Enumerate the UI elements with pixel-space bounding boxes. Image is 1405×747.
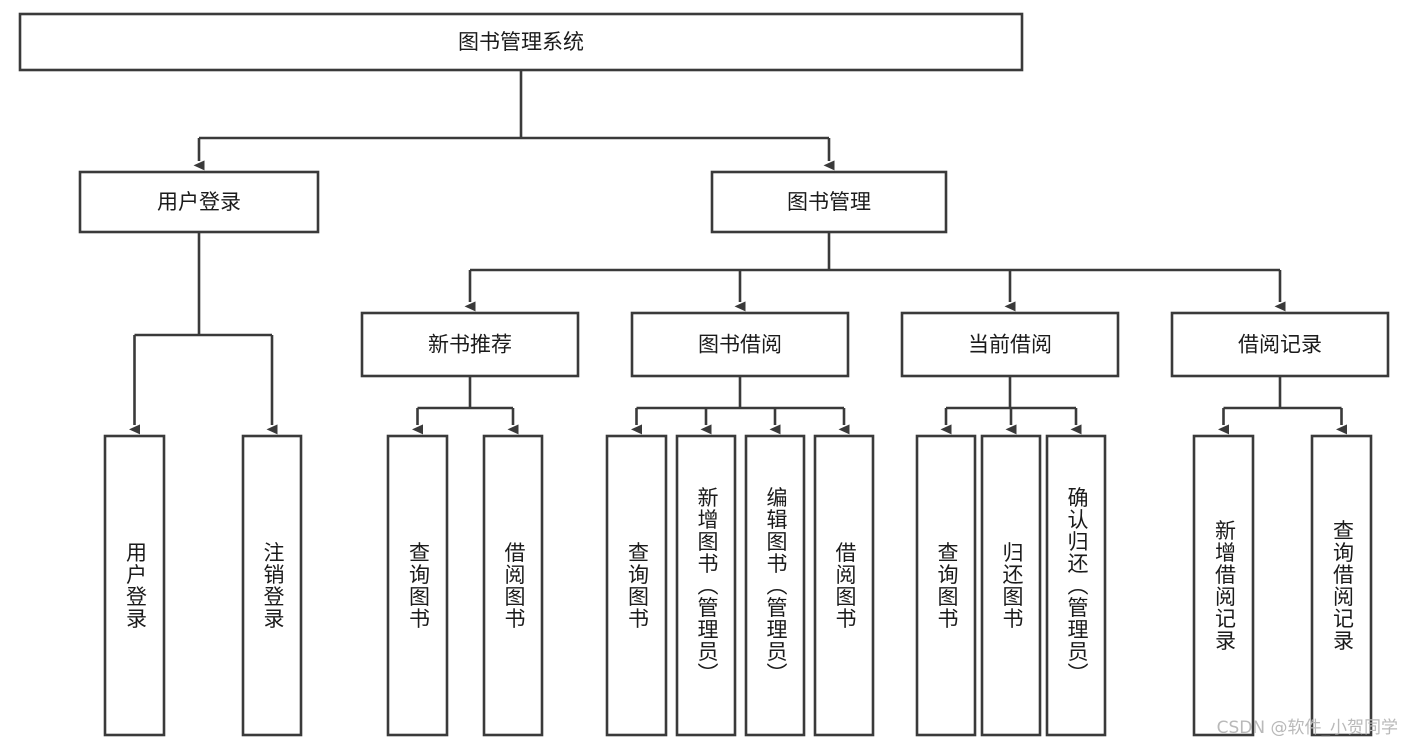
- node-确认归还管理员-box[interactable]: [1045, 434, 1107, 737]
- node-图书管理-box[interactable]: [710, 170, 948, 234]
- node-新书推荐-box[interactable]: [360, 311, 580, 378]
- node-图书管理系统[interactable]: 图书管理系统: [18, 12, 1024, 72]
- node-查询借阅记录[interactable]: 查询借阅记录: [1310, 434, 1373, 737]
- node-新书推荐[interactable]: 新书推荐: [360, 311, 580, 378]
- node-借阅记录-box[interactable]: [1170, 311, 1390, 378]
- node-用户登录-box[interactable]: [78, 170, 320, 234]
- node-查询图书[interactable]: 查询图书: [386, 434, 449, 737]
- node-新增图书管理员-box[interactable]: [675, 434, 737, 737]
- node-确认归还管理员[interactable]: 确认归还（管理员）: [1045, 434, 1107, 737]
- node-编辑图书管理员[interactable]: 编辑图书（管理员）: [744, 434, 806, 737]
- node-新增借阅记录[interactable]: 新增借阅记录: [1192, 434, 1255, 737]
- node-查询图书-box[interactable]: [915, 434, 977, 737]
- node-新增借阅记录-box[interactable]: [1192, 434, 1255, 737]
- connector-layer: [129, 70, 1347, 435]
- node-查询图书[interactable]: 查询图书: [915, 434, 977, 737]
- node-图书借阅-box[interactable]: [630, 311, 850, 378]
- node-注销登录-box[interactable]: [241, 434, 303, 737]
- node-注销登录[interactable]: 注销登录: [241, 434, 303, 737]
- node-借阅记录-label: 借阅记录: [1238, 333, 1322, 357]
- node-归还图书-label: 归还图书: [1000, 542, 1024, 630]
- node-查询图书-label: 查询图书: [407, 542, 431, 630]
- node-图书管理系统-label: 图书管理系统: [458, 30, 584, 54]
- node-查询图书-label: 查询图书: [626, 542, 650, 630]
- node-借阅图书[interactable]: 借阅图书: [813, 434, 875, 737]
- node-查询借阅记录-box[interactable]: [1310, 434, 1373, 737]
- node-当前借阅-box[interactable]: [900, 311, 1120, 378]
- node-用户登录[interactable]: 用户登录: [103, 434, 166, 737]
- node-归还图书[interactable]: 归还图书: [980, 434, 1042, 737]
- node-注销登录-label: 注销登录: [261, 542, 285, 630]
- node-确认归还管理员-label: 确认归还（管理员）: [1065, 487, 1089, 685]
- node-新增图书管理员-label: 新增图书（管理员）: [695, 487, 719, 685]
- node-编辑图书管理员-box[interactable]: [744, 434, 806, 737]
- node-图书管理-label: 图书管理: [787, 190, 871, 214]
- node-当前借阅[interactable]: 当前借阅: [900, 311, 1120, 378]
- node-当前借阅-label: 当前借阅: [968, 333, 1052, 357]
- node-归还图书-box[interactable]: [980, 434, 1042, 737]
- watermark-text: CSDN @软件_小贺同学: [1217, 718, 1398, 738]
- node-图书借阅-label: 图书借阅: [698, 333, 782, 357]
- node-查询图书-label: 查询图书: [935, 542, 959, 630]
- node-新增借阅记录-label: 新增借阅记录: [1213, 520, 1237, 652]
- node-图书管理[interactable]: 图书管理: [710, 170, 948, 234]
- node-图书借阅[interactable]: 图书借阅: [630, 311, 850, 378]
- node-新增图书管理员[interactable]: 新增图书（管理员）: [675, 434, 737, 737]
- node-用户登录-label: 用户登录: [157, 190, 241, 214]
- node-借阅记录[interactable]: 借阅记录: [1170, 311, 1390, 378]
- node-图书管理系统-box[interactable]: [18, 12, 1024, 72]
- node-借阅图书-label: 借阅图书: [502, 542, 526, 630]
- node-查询借阅记录-label: 查询借阅记录: [1331, 520, 1355, 652]
- node-用户登录-label: 用户登录: [124, 542, 148, 630]
- node-借阅图书-box[interactable]: [482, 434, 544, 737]
- node-查询图书[interactable]: 查询图书: [605, 434, 668, 737]
- node-layer: 图书管理系统用户登录用户登录注销登录图书管理新书推荐图书借阅当前借阅借阅记录查询…: [18, 12, 1390, 737]
- node-查询图书-box[interactable]: [605, 434, 668, 737]
- node-借阅图书-box[interactable]: [813, 434, 875, 737]
- node-编辑图书管理员-label: 编辑图书（管理员）: [764, 487, 788, 685]
- node-新书推荐-label: 新书推荐: [428, 333, 512, 357]
- node-用户登录-box[interactable]: [103, 434, 166, 737]
- node-用户登录[interactable]: 用户登录: [78, 170, 320, 234]
- node-查询图书-box[interactable]: [386, 434, 449, 737]
- node-借阅图书[interactable]: 借阅图书: [482, 434, 544, 737]
- node-借阅图书-label: 借阅图书: [833, 542, 857, 630]
